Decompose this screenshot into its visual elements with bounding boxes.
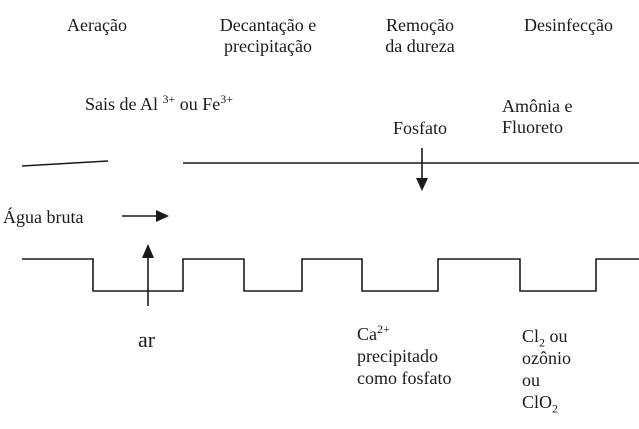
input-ar: ar: [138, 327, 156, 352]
calcio-line2: precipitado: [357, 346, 438, 366]
reagent-sais: Sais de Al 3+ ou Fe3+: [85, 92, 234, 115]
stage-decantacao-line2: precipitação: [224, 36, 312, 56]
calcio-line1: Ca2+: [357, 323, 451, 345]
sais-prefix: Sais de Al: [85, 94, 159, 114]
top-line-left: [21, 160, 109, 167]
ar-arrow: [142, 244, 154, 306]
stage-remocao-line1: Remoção: [386, 15, 454, 35]
channel-profile: [22, 258, 639, 292]
sais-ou: ou Fe: [175, 94, 221, 114]
stage-remocao-line2: da dureza: [385, 36, 455, 56]
clo-subscript: 2: [552, 401, 559, 416]
reagent-amonia-line1: Amônia e: [502, 96, 573, 116]
reagent-amonia: Amônia e Fluoreto: [502, 96, 572, 138]
stage-aeracao: Aeração: [67, 15, 127, 35]
reagent-amonia-line2: Fluoreto: [502, 117, 563, 137]
stage-desinfeccao: Desinfecção: [524, 15, 613, 35]
stage-remocao: Remoção da dureza: [370, 15, 470, 57]
output-calcio: Ca2+ precipitado como fosfato: [357, 323, 451, 389]
reagent-fosfato: Fosfato: [393, 118, 447, 138]
cloro-ou: ou: [545, 326, 568, 346]
cloro-symbol: Cl: [522, 326, 540, 346]
fosfato-arrow: [416, 148, 428, 191]
cloro-line1: Cl2 ou: [522, 325, 571, 350]
cloro-clo2: ClO2: [522, 391, 571, 416]
calcio-charge: 2+: [377, 322, 390, 336]
agua-bruta-arrow: [122, 210, 169, 222]
cloro-ou-2: ou: [522, 370, 540, 390]
calcio-line3: como fosfato: [357, 368, 452, 388]
input-agua-bruta: Água bruta: [3, 207, 84, 227]
sais-fe-charge: 3+: [220, 92, 234, 106]
stage-decantacao: Decantação e precipitação: [194, 15, 342, 57]
clo-symbol: ClO: [522, 392, 553, 412]
output-cloro: Cl2 ou ozônio ou ClO2: [522, 325, 571, 416]
sais-al-charge: 3+: [162, 92, 176, 106]
cloro-ozonio: ozônio: [522, 348, 571, 368]
calcio-symbol: Ca: [357, 324, 377, 344]
cloro-subscript: 2: [539, 335, 546, 350]
stage-decantacao-line1: Decantação e: [219, 15, 317, 35]
